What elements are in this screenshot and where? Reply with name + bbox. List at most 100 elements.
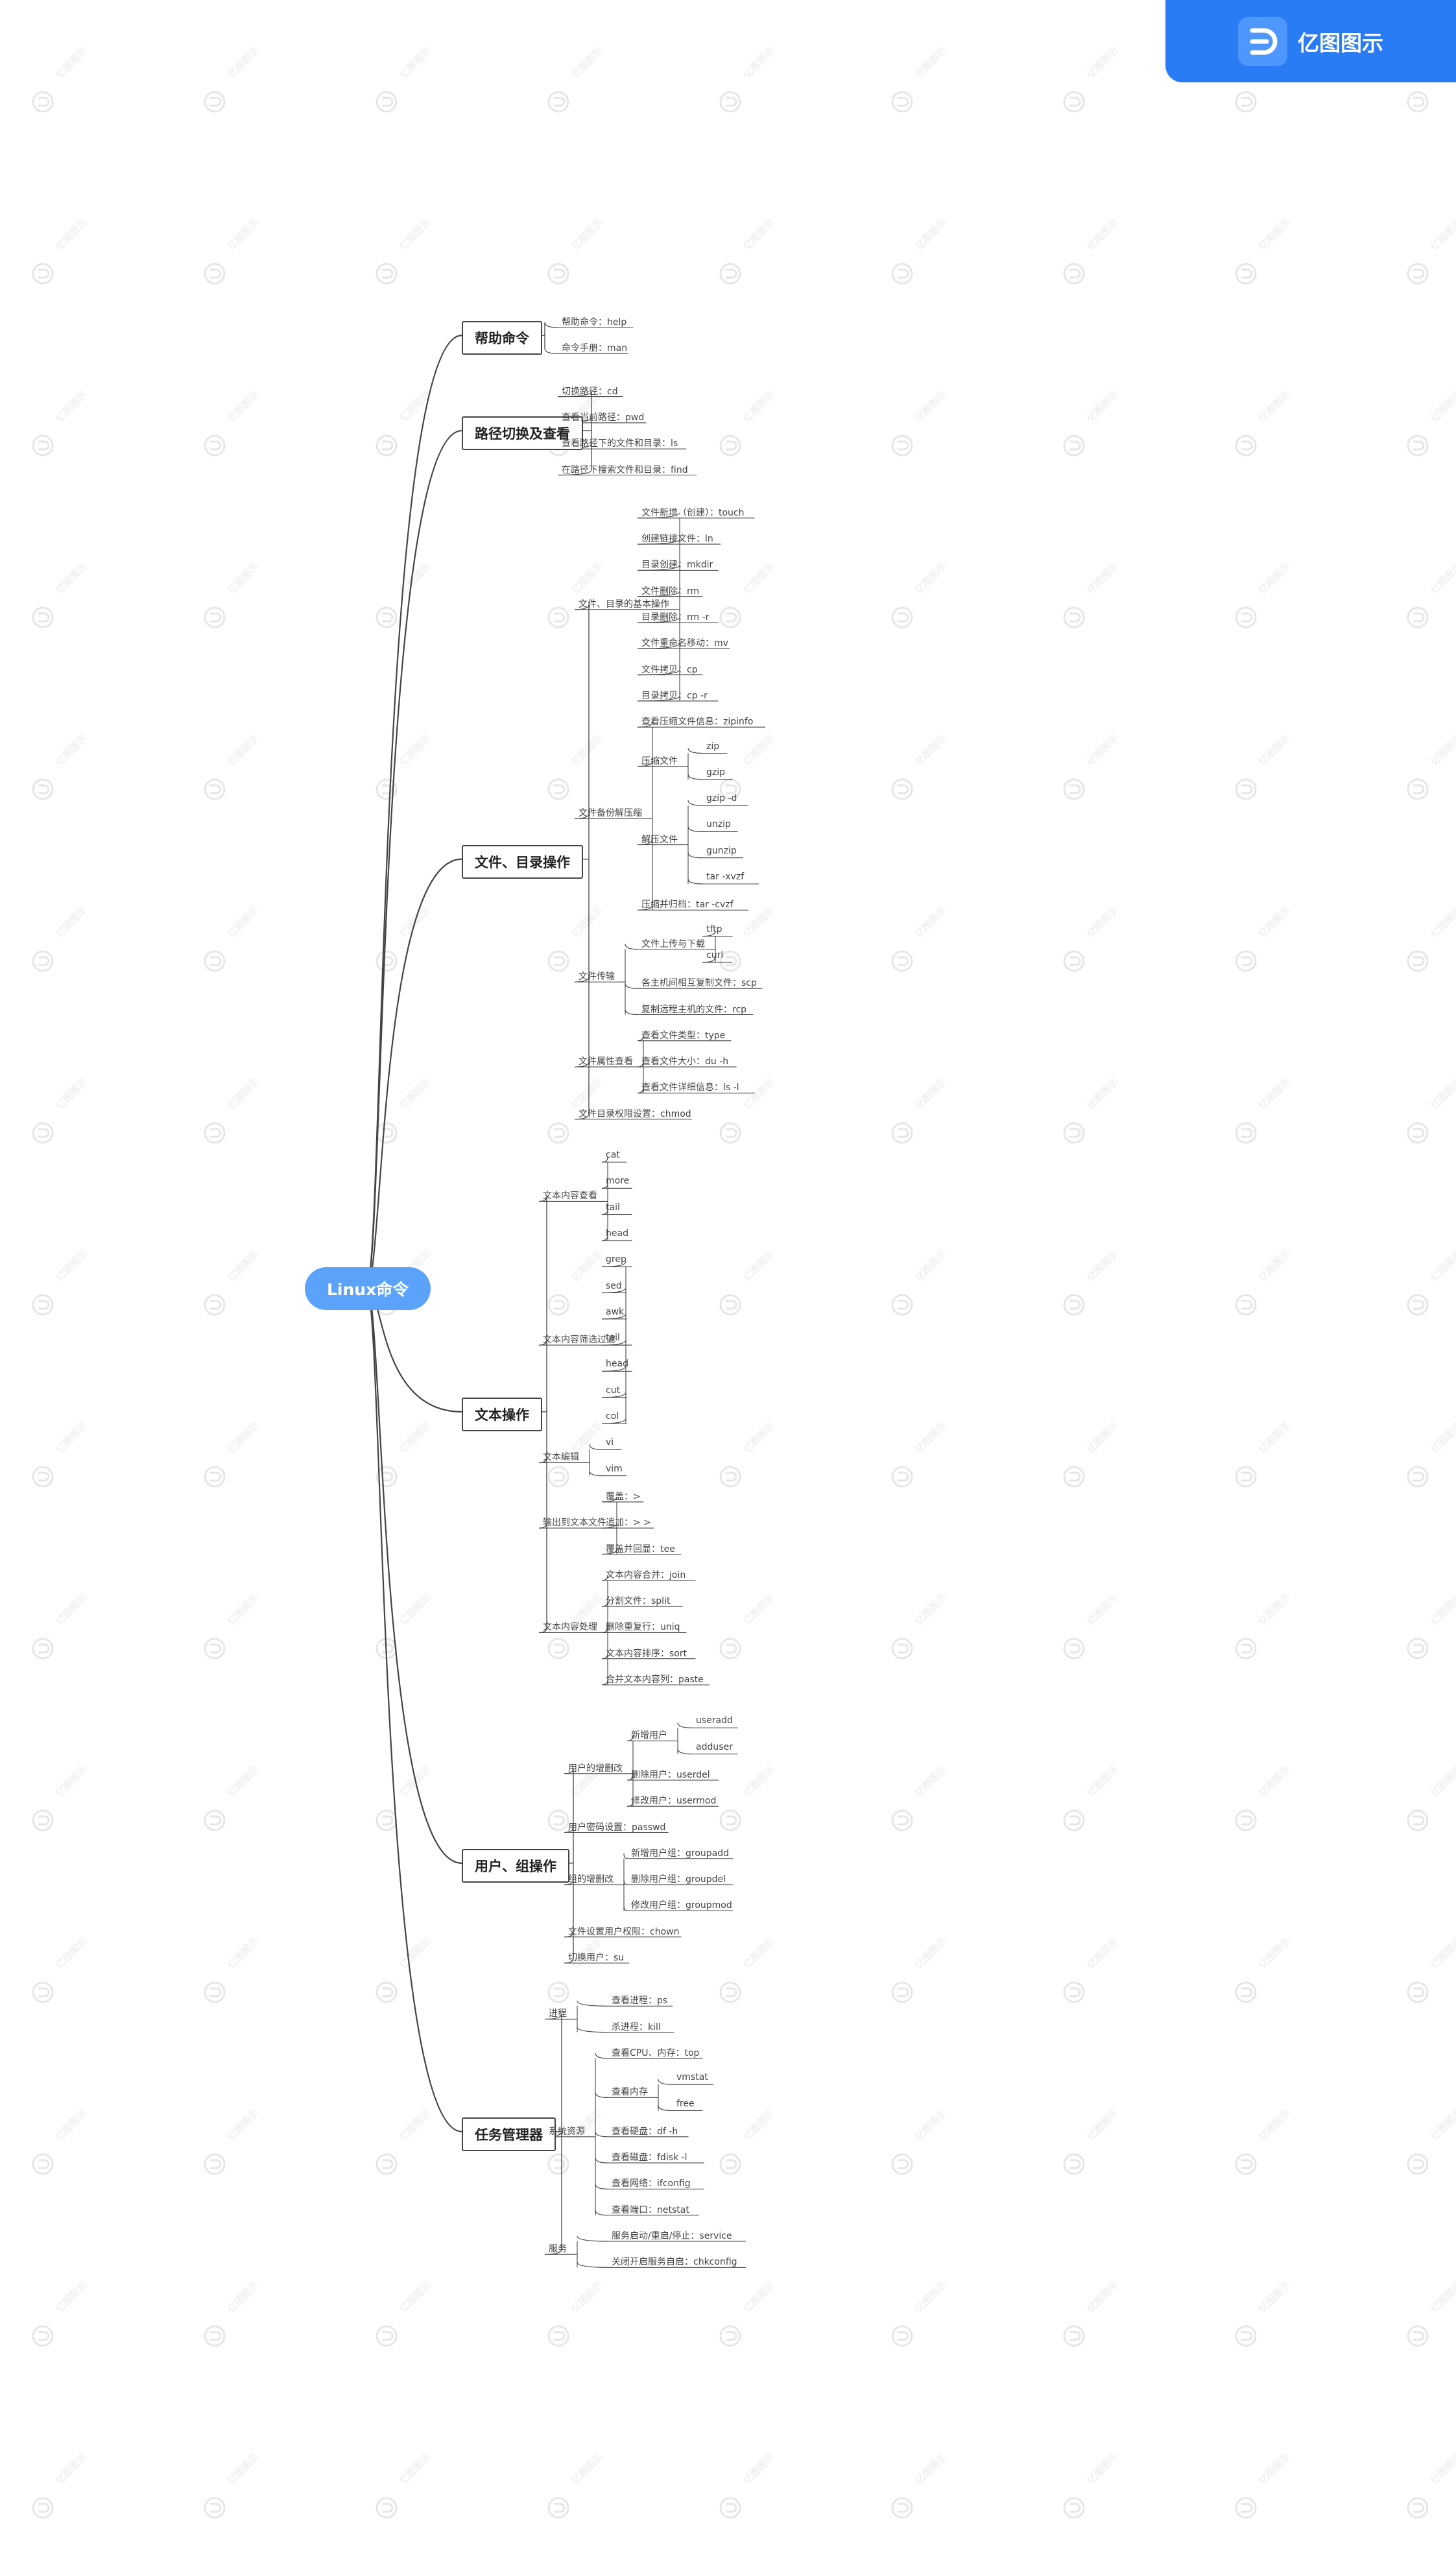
category-node[interactable]: 文件备份解压缩 xyxy=(579,808,642,819)
command-leaf[interactable]: awk xyxy=(606,1306,625,1317)
category-node[interactable]: 文本内容筛选过滤 xyxy=(543,1335,615,1346)
command-leaf[interactable]: 创建链接文件：ln xyxy=(641,534,713,545)
category-node[interactable]: 查看内存 xyxy=(612,2087,648,2098)
branch-node[interactable]: 文本操作 xyxy=(462,1397,542,1431)
command-leaf[interactable]: 删除重复行：uniq xyxy=(606,1622,680,1633)
command-leaf[interactable]: gzip -d xyxy=(706,793,737,804)
command-leaf[interactable]: useradd xyxy=(696,1715,733,1726)
command-leaf[interactable]: 命令手册：man xyxy=(562,343,628,354)
category-node[interactable]: 文本内容查看 xyxy=(543,1191,597,1202)
command-leaf[interactable]: head xyxy=(606,1359,628,1370)
command-leaf[interactable]: 文本内容排序：sort xyxy=(606,1648,687,1659)
command-leaf[interactable]: 查看CPU、内存：top xyxy=(612,2047,700,2058)
branch-node[interactable]: 帮助命令 xyxy=(462,321,542,355)
command-leaf[interactable]: 查看端口：netstat xyxy=(612,2204,689,2215)
command-leaf[interactable]: head xyxy=(606,1228,628,1239)
category-node[interactable]: 进程 xyxy=(549,2008,567,2020)
command-leaf[interactable]: cat xyxy=(606,1150,620,1160)
mindmap-root[interactable]: Linux命令 xyxy=(305,1267,431,1310)
command-leaf[interactable]: curl xyxy=(706,949,724,960)
command-leaf[interactable]: vi xyxy=(606,1437,614,1448)
command-leaf[interactable]: 切换路径：cd xyxy=(562,386,618,397)
command-leaf[interactable]: col xyxy=(606,1411,619,1422)
command-leaf[interactable]: 修改用户：usermod xyxy=(631,1796,717,1807)
category-node[interactable]: 新增用户 xyxy=(631,1730,667,1741)
command-leaf[interactable]: 覆盖并回显：tee xyxy=(606,1543,675,1555)
command-leaf[interactable]: vim xyxy=(606,1463,623,1474)
command-leaf[interactable]: 查看文件大小：du -h xyxy=(641,1056,729,1067)
command-leaf[interactable]: 帮助命令：help xyxy=(562,317,627,328)
command-leaf[interactable]: adduser xyxy=(696,1741,733,1752)
category-node[interactable]: 系统资源 xyxy=(549,2126,585,2137)
branch-node[interactable]: 任务管理器 xyxy=(462,2117,556,2151)
command-leaf[interactable]: vmstat xyxy=(676,2072,708,2083)
category-node[interactable]: 文件、目录的基本操作 xyxy=(579,599,669,610)
command-leaf[interactable]: 压缩并归档：tar -cvzf xyxy=(641,900,734,911)
command-leaf[interactable]: grep xyxy=(606,1254,627,1265)
command-leaf[interactable]: 用户密码设置：passwd xyxy=(568,1822,666,1833)
command-leaf[interactable]: 文件设置用户权限：chown xyxy=(568,1926,680,1937)
command-leaf[interactable]: 查看当前路径：pwd xyxy=(562,412,645,423)
command-leaf[interactable]: 删除用户组：groupdel xyxy=(631,1874,726,1885)
branch-node[interactable]: 文件、目录操作 xyxy=(462,844,583,879)
command-leaf[interactable]: 覆盖：> xyxy=(606,1491,641,1502)
category-node[interactable]: 输出到文本文件 xyxy=(543,1518,606,1529)
command-leaf[interactable]: tar -xvzf xyxy=(706,872,745,882)
category-node[interactable]: 文件传输 xyxy=(579,971,615,983)
category-node[interactable]: 服务 xyxy=(549,2244,567,2255)
category-node[interactable]: 文件属性查看 xyxy=(579,1056,633,1067)
command-leaf[interactable]: 各主机间相互复制文件：scp xyxy=(641,978,757,989)
command-leaf[interactable]: gunzip xyxy=(706,845,737,856)
command-leaf[interactable]: 查看路径下的文件和目录：ls xyxy=(562,438,678,449)
command-leaf[interactable]: 合并文本内容列：paste xyxy=(606,1674,704,1685)
command-leaf[interactable]: 修改用户组：groupmod xyxy=(631,1900,732,1911)
command-leaf[interactable]: 关闭开启服务自启：chkconfig xyxy=(612,2257,737,2268)
command-leaf[interactable]: 在路径下搜索文件和目录：find xyxy=(562,464,688,475)
category-node[interactable]: 解压文件 xyxy=(641,834,678,845)
command-leaf[interactable]: 文件拷贝：cp xyxy=(641,664,698,675)
command-leaf[interactable]: 查看网络：ifconfig xyxy=(612,2178,691,2189)
branch-node[interactable]: 用户、组操作 xyxy=(462,1848,569,1883)
command-leaf[interactable]: tftp xyxy=(706,924,722,935)
command-leaf[interactable]: tail xyxy=(606,1202,620,1213)
category-node[interactable]: 文本内容处理 xyxy=(543,1622,597,1633)
command-leaf[interactable]: sed xyxy=(606,1280,622,1291)
command-leaf[interactable]: free xyxy=(676,2098,695,2109)
command-leaf[interactable]: 新增用户组：groupadd xyxy=(631,1848,730,1859)
command-leaf[interactable]: gzip xyxy=(706,767,726,778)
command-leaf[interactable]: 文本内容合并：join xyxy=(606,1569,686,1580)
command-leaf[interactable]: 服务启动/重启/停止：service xyxy=(612,2231,732,2241)
command-leaf[interactable]: tail xyxy=(606,1333,620,1344)
command-leaf[interactable]: 查看磁盘：fdisk -l xyxy=(612,2152,687,2163)
branch-node[interactable]: 路径切换及查看 xyxy=(462,416,583,451)
command-leaf[interactable]: 查看文件详细信息：ls -l xyxy=(641,1082,739,1093)
watermark-logo-icon xyxy=(1235,1638,1257,1660)
category-node[interactable]: 用户的增删改 xyxy=(568,1763,623,1774)
category-node[interactable]: 组的增删改 xyxy=(568,1874,614,1885)
command-leaf[interactable]: cut xyxy=(606,1385,621,1396)
command-leaf[interactable]: 查看进程：ps xyxy=(612,1996,668,2007)
command-leaf[interactable]: 杀进程：kill xyxy=(612,2021,661,2032)
category-node[interactable]: 文件上传与下载 xyxy=(641,938,705,949)
command-leaf[interactable]: 切换用户：su xyxy=(568,1953,625,1963)
command-leaf[interactable]: 目录拷贝：cp -r xyxy=(641,690,708,701)
command-leaf[interactable]: 删除用户：userdel xyxy=(631,1769,710,1780)
command-leaf[interactable]: 目录创建：mkdir xyxy=(641,560,713,571)
command-leaf[interactable]: 查看文件类型：type xyxy=(641,1030,726,1041)
command-leaf[interactable]: 追加：> > xyxy=(606,1518,651,1529)
category-node[interactable]: 文本编辑 xyxy=(543,1452,579,1463)
command-leaf[interactable]: 查看压缩文件信息：zipinfo xyxy=(641,717,754,728)
command-leaf[interactable]: 目录删除：rm -r xyxy=(641,612,710,623)
command-leaf[interactable]: 查看硬盘：df -h xyxy=(612,2126,678,2137)
command-leaf[interactable]: unzip xyxy=(706,819,731,830)
command-leaf[interactable]: 复制远程主机的文件：rcp xyxy=(641,1004,747,1015)
category-node[interactable]: 压缩文件 xyxy=(641,756,678,767)
command-leaf[interactable]: 文件重命名移动：mv xyxy=(641,638,728,649)
command-leaf[interactable]: 文件删除：rm xyxy=(641,586,700,597)
command-leaf[interactable]: 文件新增（创建）：touch xyxy=(641,507,745,518)
command-leaf[interactable]: zip xyxy=(706,741,720,752)
command-leaf[interactable]: 文件目录权限设置：chmod xyxy=(579,1108,691,1119)
command-leaf[interactable]: 分割文件：split xyxy=(606,1596,671,1607)
command-leaf[interactable]: more xyxy=(606,1176,630,1187)
